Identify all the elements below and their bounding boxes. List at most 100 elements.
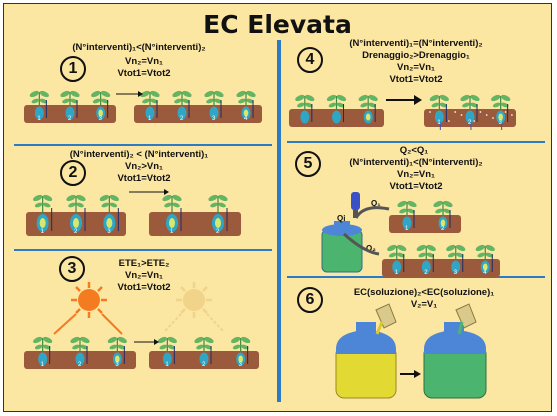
plant-label: 1 xyxy=(170,229,174,235)
panel5-valve-label: Qi xyxy=(337,214,345,223)
plant-icon xyxy=(66,194,86,232)
panel2-vn: Vn₂>Vn₁ xyxy=(125,161,163,172)
infographic-frame: EC Elevata (N°interventi)₁<(N°interventi… xyxy=(3,3,552,412)
vertical-divider xyxy=(277,40,281,402)
separator-2-3 xyxy=(14,249,272,251)
panel1-vn: Vn₂=Vn₁ xyxy=(125,56,163,67)
plant-icon xyxy=(433,200,453,230)
soil-bed xyxy=(134,105,262,123)
panel5-q2-label: Q₂ xyxy=(366,244,376,253)
panel5-vn: Vn₂=Vn₁ xyxy=(397,169,435,180)
panel5-flow: Q₂<Q₁ xyxy=(399,145,429,156)
plant-icon xyxy=(236,90,256,120)
plant-icon xyxy=(29,90,49,120)
dosing-valve-icon xyxy=(351,192,360,218)
plant-label: 2 xyxy=(468,120,472,126)
sun-weak-icon xyxy=(163,282,225,333)
plant-icon xyxy=(204,90,224,120)
plant-label: 2 xyxy=(216,229,220,235)
plant-icon xyxy=(231,336,251,366)
plant-label: 3 xyxy=(499,120,503,126)
panel3-arrow xyxy=(134,339,159,345)
panel6-number: 6 xyxy=(297,287,323,313)
panel4-arrow xyxy=(386,95,422,105)
plant-icon xyxy=(60,90,80,120)
panel2-condition: (N°interventi)₂ < (N°interventi)₁ xyxy=(69,149,209,160)
plant-label: 1 xyxy=(405,226,409,232)
plant-label: 2 xyxy=(68,116,72,122)
page-title: EC Elevata xyxy=(203,10,352,39)
panel3-vn: Vn₂=Vn₁ xyxy=(125,270,163,281)
panel5-condition: (N°interventi)₁<(N°interventi)₂ xyxy=(349,157,483,168)
plant-icon xyxy=(107,336,127,366)
panel4-number: 4 xyxy=(297,47,323,73)
plant-label: 3 xyxy=(115,362,119,368)
plant-icon xyxy=(33,194,53,232)
panel6-arrow xyxy=(400,370,421,378)
jug-yellow-pouring-icon xyxy=(375,303,397,335)
panel2-vtot: Vtot1=Vtot2 xyxy=(117,173,171,184)
panel4-drainage: Drenaggio₂>Drenaggio₁ xyxy=(362,50,470,61)
panel1-number: 1 xyxy=(60,56,86,82)
plant-label: 4 xyxy=(244,116,248,122)
plant-label: 2 xyxy=(78,362,82,368)
plant-label: 2 xyxy=(441,226,445,232)
panel3-ete: ETE₁>ETE₂ xyxy=(118,258,170,269)
plant-icon xyxy=(70,336,90,366)
plant-label: 1 xyxy=(165,362,169,368)
plant-icon xyxy=(326,94,347,124)
panel5-vtot: Vtot1=Vtot2 xyxy=(389,181,443,192)
panel1-arrow xyxy=(116,91,143,97)
panel4-illustration: 1 2 3 xyxy=(289,94,516,130)
tank-yellow-solution xyxy=(335,322,397,399)
panel2-number: 2 xyxy=(60,160,86,186)
tank-green-solution xyxy=(423,322,487,399)
panel5-q1-label: Q₁ xyxy=(371,199,381,208)
plant-icon xyxy=(208,194,228,232)
plant-label: 3 xyxy=(454,270,458,276)
plant-label: 3 xyxy=(239,362,243,368)
plant-icon xyxy=(295,94,315,124)
panel1-condition: (N°interventi)₁<(N°interventi)₂ xyxy=(72,42,206,53)
plant-label: 1 xyxy=(395,270,399,276)
soil-bed xyxy=(382,259,500,277)
plant-icon xyxy=(140,90,160,120)
panel3-plants-after: 1 2 3 xyxy=(149,336,259,369)
plant-label: 4 xyxy=(483,270,487,276)
plant-label: 3 xyxy=(99,116,103,122)
plant-icon xyxy=(429,94,449,130)
plant-label: 1 xyxy=(37,116,41,122)
plant-icon xyxy=(157,336,177,366)
separator-4-5 xyxy=(287,141,545,143)
plant-label: 1 xyxy=(437,120,441,126)
plant-label: 2 xyxy=(202,362,206,368)
panel3-illustration: 1 2 3 1 2 3 xyxy=(24,282,259,369)
panel4-vtot: Vtot1=Vtot2 xyxy=(389,74,443,85)
plant-label: 2 xyxy=(180,116,184,122)
panel4-vn: Vn₂=Vn₁ xyxy=(397,62,435,73)
plant-icon xyxy=(162,194,182,232)
panel4-plants-before xyxy=(289,94,384,127)
panel1-vtot: Vtot1=Vtot2 xyxy=(117,68,171,79)
plant-icon xyxy=(33,336,53,366)
panel6-volume: V₂=V₁ xyxy=(410,299,438,310)
plant-icon xyxy=(387,244,407,274)
panel3-vtot: Vtot1=Vtot2 xyxy=(117,282,171,293)
plant-icon xyxy=(416,244,436,274)
panel4-plants-after: 1 2 3 xyxy=(424,94,516,130)
plant-label: 2 xyxy=(74,229,78,235)
plant-label: 1 xyxy=(41,229,45,235)
plant-icon xyxy=(397,200,417,230)
plant-icon xyxy=(194,336,214,366)
panel2-arrow xyxy=(129,189,169,195)
jug-green-pouring-icon xyxy=(455,303,477,335)
plant-icon xyxy=(491,94,511,130)
